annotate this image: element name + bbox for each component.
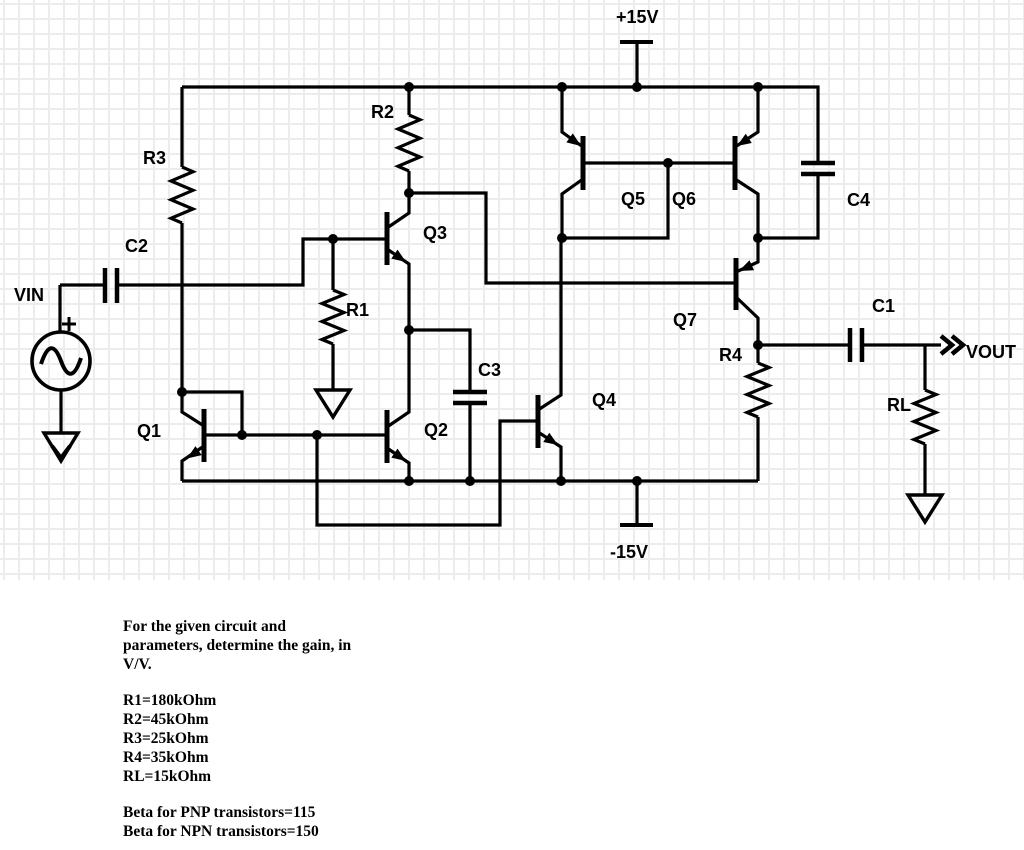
parameter-list: R1=180kOhm R2=45kOhm R3=25kOhm R4=35kOhm…: [123, 691, 351, 786]
ground-symbol-r1: [312, 388, 354, 421]
parameter-line: R2=45kOhm: [123, 711, 209, 728]
ground-symbol-vin: [40, 431, 82, 465]
label-r4: R4: [719, 345, 742, 365]
label-c3: C3: [478, 360, 501, 380]
parameter-line: R3=25kOhm: [123, 730, 209, 747]
capacitor-c3: [409, 328, 487, 481]
label-q4: Q4: [592, 390, 616, 410]
transistor-q3: [384, 193, 411, 330]
label-q1: Q1: [137, 421, 161, 441]
capacitor-c1: [758, 328, 941, 362]
label-q5: Q5: [621, 189, 645, 209]
resistor-r1: [317, 239, 349, 390]
statement-line: For the given circuit and: [123, 618, 287, 635]
negative-rail: [182, 479, 758, 527]
transistor-q4: [535, 238, 563, 481]
vout-port-icon: [939, 334, 967, 356]
beta-line: Beta for PNP transistors=115: [123, 804, 316, 821]
ground-symbol-rl: [904, 493, 946, 526]
beta-list: Beta for PNP transistors=115 Beta for NP…: [123, 803, 351, 841]
label-c4: C4: [847, 190, 870, 210]
label-r2: R2: [371, 102, 394, 122]
statement-line: V/V.: [123, 656, 152, 673]
label-c2: C2: [125, 236, 148, 256]
sine-icon: [39, 346, 83, 376]
parameter-line: R1=180kOhm: [123, 692, 217, 709]
transistor-q2: [384, 330, 411, 481]
resistor-r3: [166, 87, 198, 392]
transistor-q5: [560, 87, 586, 238]
plus-sign-icon: [62, 317, 76, 331]
capacitor-c2: [60, 237, 387, 303]
wire-q3-collector-to-q7-base: [409, 191, 736, 285]
label-q7: Q7: [673, 310, 697, 330]
parameter-line: RL=15kOhm: [123, 768, 212, 785]
label-vout: VOUT: [966, 342, 1016, 362]
vin-source: [30, 285, 92, 433]
grid-background: [0, 0, 1024, 580]
label-c1: C1: [872, 296, 895, 316]
resistor-rl: [909, 345, 941, 495]
label-supply-negative: -15V: [610, 542, 648, 562]
label-q2: Q2: [424, 420, 448, 440]
label-q3: Q3: [423, 223, 447, 243]
transistor-q7: [733, 238, 760, 345]
positive-rail: [182, 40, 820, 163]
problem-statement: For the given circuit and parameters, de…: [123, 617, 351, 674]
beta-line: Beta for NPN transistors=150: [123, 823, 319, 840]
mirror-base-wire: [204, 419, 538, 527]
label-q6: Q6: [672, 189, 696, 209]
problem-text: For the given circuit and parameters, de…: [123, 617, 351, 841]
label-vin: VIN: [14, 285, 44, 305]
statement-line: parameters, determine the gain, in: [123, 637, 352, 654]
label-rl: RL: [887, 395, 911, 415]
resistor-r2: [393, 87, 425, 193]
transistor-q1: [180, 390, 244, 481]
label-supply-positive: +15V: [616, 7, 659, 27]
mirror-q5q6-base-wire: [562, 161, 735, 240]
resistor-r4: [742, 345, 774, 481]
label-r3: R3: [143, 148, 166, 168]
transistor-q6: [732, 87, 760, 238]
junction-dots: [177, 82, 763, 486]
parameter-line: R4=35kOhm: [123, 749, 209, 766]
label-r1: R1: [346, 300, 369, 320]
capacitor-c4: [758, 160, 835, 240]
